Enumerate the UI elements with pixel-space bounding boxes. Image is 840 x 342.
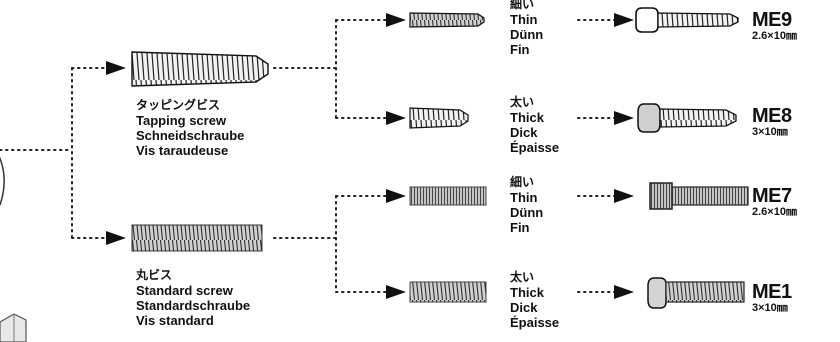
arrow-icon bbox=[614, 189, 634, 203]
standard-screw-en: Standard screw bbox=[136, 283, 233, 298]
me9-screw-icon bbox=[635, 7, 739, 33]
thin-label-1: 細い Thin Dünn Fin bbox=[510, 0, 543, 57]
arrow-icon bbox=[386, 13, 406, 27]
thin-jp: 細い bbox=[510, 0, 535, 11]
arrow-icon bbox=[386, 285, 406, 299]
tapping-screw-en: Tapping screw bbox=[136, 113, 227, 128]
thick-fr: Épaisse bbox=[510, 315, 560, 330]
result-me7: ME7 2.6×10㎜ bbox=[752, 186, 797, 219]
partial-outline-icon bbox=[0, 156, 5, 206]
result-size: 3×10㎜ bbox=[752, 302, 788, 314]
tapping-screw-jp: タッピングビス bbox=[136, 98, 221, 112]
thin-fr: Fin bbox=[510, 220, 530, 235]
result-code: ME8 bbox=[752, 105, 792, 127]
me7-screw-icon bbox=[649, 182, 749, 210]
thin-label-2: 細い Thin Dünn Fin bbox=[510, 175, 543, 235]
result-code: ME7 bbox=[752, 185, 792, 207]
thick-jp: 太い bbox=[510, 270, 535, 284]
tapping-screw-fr: Vis taraudeuse bbox=[136, 143, 229, 158]
arrow-icon bbox=[106, 61, 126, 75]
thin-standard-screw-icon bbox=[409, 186, 487, 206]
me8-screw-icon bbox=[637, 103, 737, 133]
thick-standard-screw-icon bbox=[409, 281, 487, 303]
thin-tapping-screw-icon bbox=[409, 12, 485, 28]
arrow-icon bbox=[614, 111, 634, 125]
result-size: 2.6×10㎜ bbox=[752, 206, 797, 218]
tapping-screw-de: Schneidschraube bbox=[136, 128, 245, 143]
tapping-screw-label: タッピングビス Tapping screw Schneidschraube Vi… bbox=[136, 98, 244, 158]
standard-screw-jp: 丸ビス bbox=[136, 268, 173, 282]
tapping-screw-icon bbox=[131, 51, 269, 87]
thin-de: Dünn bbox=[510, 205, 544, 220]
thin-en: Thin bbox=[510, 12, 538, 27]
thick-en: Thick bbox=[510, 285, 544, 300]
arrow-icon bbox=[614, 285, 634, 299]
result-size: 3×10㎜ bbox=[752, 126, 788, 138]
thick-jp: 太い bbox=[510, 95, 535, 109]
thick-fr: Épaisse bbox=[510, 140, 560, 155]
arrow-icon bbox=[386, 111, 406, 125]
result-size: 2.6×10㎜ bbox=[752, 30, 797, 42]
arrow-icon bbox=[106, 231, 126, 245]
part-box-icon bbox=[0, 313, 27, 342]
standard-screw-label: 丸ビス Standard screw Standardschraube Vis … bbox=[136, 268, 250, 328]
standard-screw-fr: Vis standard bbox=[136, 313, 214, 328]
thin-fr: Fin bbox=[510, 42, 530, 57]
arrow-icon bbox=[614, 13, 634, 27]
thick-de: Dick bbox=[510, 300, 538, 315]
thick-de: Dick bbox=[510, 125, 538, 140]
standard-screw-de: Standardschraube bbox=[136, 298, 251, 313]
result-me1: ME1 3×10㎜ bbox=[752, 282, 792, 315]
thin-en: Thin bbox=[510, 190, 538, 205]
result-me8: ME8 3×10㎜ bbox=[752, 106, 792, 139]
arrow-icon bbox=[386, 189, 406, 203]
thin-jp: 細い bbox=[510, 175, 535, 189]
me1-screw-icon bbox=[647, 277, 745, 309]
thick-label-1: 太い Thick Dick Épaisse bbox=[510, 95, 559, 155]
result-code: ME1 bbox=[752, 281, 792, 303]
arrowheads bbox=[106, 13, 634, 299]
standard-screw-icon bbox=[131, 224, 263, 252]
thick-tapping-screw-icon bbox=[409, 107, 469, 129]
thick-label-2: 太い Thick Dick Épaisse bbox=[510, 270, 559, 330]
result-code: ME9 bbox=[752, 9, 792, 31]
result-me9: ME9 2.6×10㎜ bbox=[752, 10, 797, 43]
thick-en: Thick bbox=[510, 110, 544, 125]
thin-de: Dünn bbox=[510, 27, 544, 42]
connector-lines bbox=[0, 19, 617, 293]
